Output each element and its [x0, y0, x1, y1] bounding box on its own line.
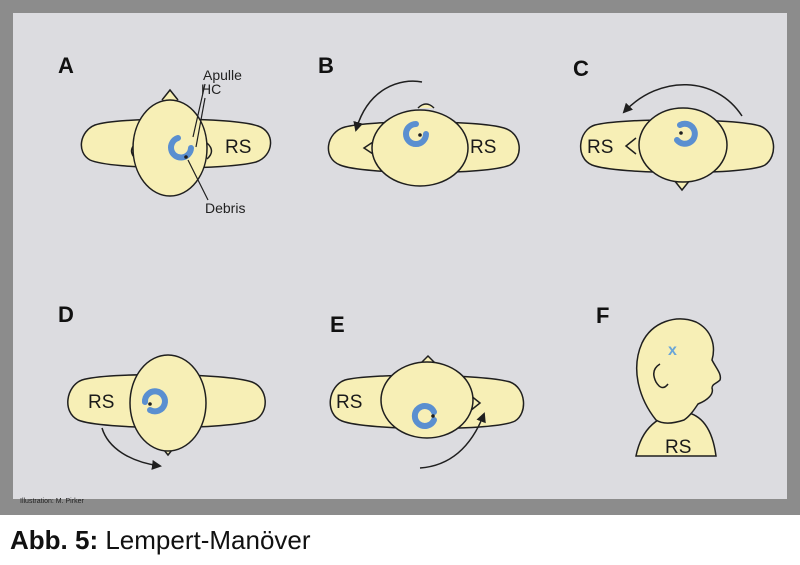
panel-b-ear — [417, 103, 435, 109]
panel-f-cross-marker: x — [668, 342, 677, 359]
panel-d-rs-label: RS — [88, 392, 114, 413]
panel-d-head — [129, 354, 207, 452]
panel-a-label: A — [58, 53, 74, 78]
panel-b-label: B — [318, 53, 334, 78]
caption-text: Lempert-Manöver — [105, 525, 311, 555]
panel-c-debris — [679, 131, 683, 135]
panel-d-label: D — [58, 302, 74, 327]
panel-e-debris — [431, 414, 435, 418]
panel-d-rotation-arrow — [101, 427, 162, 470]
panel-a-ear-right — [206, 142, 213, 160]
annotation-hc: HC — [201, 81, 221, 97]
panel-e: E RS — [329, 312, 525, 469]
panel-f-head-profile — [635, 318, 722, 424]
panel-c-rs-label: RS — [587, 137, 613, 158]
panel-f-ear — [653, 363, 669, 389]
annotation-debris: Debris — [205, 200, 245, 216]
panel-b: B RS — [318, 53, 520, 187]
panel-b-debris — [418, 133, 422, 137]
panel-e-rs-label: RS — [336, 392, 362, 413]
panel-c-horizontal-canal — [674, 120, 698, 147]
panel-a-nose — [161, 88, 179, 101]
illustration-credit: Illustration: M. Pirker — [20, 498, 84, 505]
panel-c: C RS — [573, 56, 775, 192]
panel-d: D RS — [58, 302, 266, 470]
figure-caption: Abb. 5: Lempert-Manöver — [10, 525, 311, 556]
panel-b-head — [371, 109, 469, 187]
panel-a-debris — [184, 155, 188, 159]
lempert-maneuver-figure: A RS Apulle HC Debris B RS C — [0, 0, 800, 515]
panel-f: F x RS — [596, 303, 722, 458]
panel-c-rotation-arrow — [622, 84, 743, 117]
panel-b-horizontal-canal — [403, 121, 429, 147]
panel-e-horizontal-canal — [411, 403, 437, 429]
panel-c-label: C — [573, 56, 589, 81]
annotation-apulle: Apulle — [203, 67, 242, 83]
caption-label: Abb. 5: — [10, 525, 99, 555]
panel-a-rs-label: RS — [225, 137, 251, 158]
panel-a: A RS Apulle HC Debris — [58, 53, 272, 216]
panel-b-rotation-arrow — [353, 80, 423, 132]
panel-f-rs-label: RS — [665, 437, 691, 458]
annotation-apulle-leader — [192, 83, 206, 138]
panel-a-horizontal-canal — [168, 135, 194, 161]
panel-b-rs-label: RS — [470, 137, 496, 158]
panel-d-debris — [148, 402, 152, 406]
panel-e-label: E — [330, 312, 345, 337]
panel-d-horizontal-canal — [142, 388, 168, 415]
panel-e-rotation-arrow — [419, 412, 486, 469]
annotation-hc-leader — [195, 97, 206, 148]
annotation-debris-leader — [187, 159, 209, 201]
panel-e-head — [380, 361, 474, 439]
panel-c-ear — [624, 137, 637, 155]
panel-f-label: F — [596, 303, 609, 328]
